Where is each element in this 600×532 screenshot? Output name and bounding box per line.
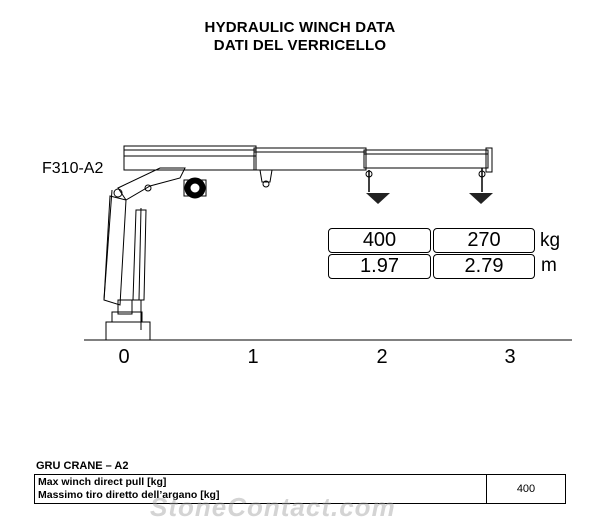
distance-value-box-2: 2.79 (433, 254, 535, 279)
watermark: StoneContact.com (150, 492, 396, 522)
load-point-1 (366, 193, 390, 204)
first-extension (253, 147, 367, 171)
table-label-cell: Max winch direct pull [kg] Massimo tiro … (34, 474, 487, 504)
table-heading: GRU CRANE – A2 (36, 460, 129, 472)
label-english: Max winch direct pull [kg] (38, 476, 167, 488)
lift-cylinder (132, 209, 147, 301)
axis-tick-3: 3 (504, 346, 516, 368)
main-boom (123, 145, 257, 171)
table-row: Max winch direct pull [kg] Massimo tiro … (34, 474, 566, 504)
crane-slewing-unit (117, 299, 133, 315)
second-extension (363, 149, 489, 169)
axis-tick-0: 0 (118, 346, 130, 368)
axis-tick-1: 1 (247, 346, 259, 368)
load-value-box-1: 400 (328, 228, 431, 253)
distance-value-box-1: 1.97 (328, 254, 431, 279)
crane-model-label: F310-A2 (42, 160, 104, 177)
load-unit: kg (540, 230, 561, 251)
load-point-2 (469, 193, 493, 204)
crane-column (103, 195, 127, 306)
distance-unit: m (541, 255, 557, 276)
crane-base (105, 321, 151, 341)
table-value-cell: 400 (486, 474, 566, 504)
load-value-box-2: 270 (433, 228, 535, 253)
label-italian: Massimo tiro diretto dell’argano [kg] (38, 489, 220, 501)
winch-spec-table: Max winch direct pull [kg] Massimo tiro … (34, 474, 566, 504)
title-italian: DATI DEL VERRICELLO (213, 37, 387, 54)
title-english: HYDRAULIC WINCH DATA (204, 19, 396, 36)
boom-knuckle (117, 167, 186, 201)
axis-tick-2: 2 (376, 346, 388, 368)
